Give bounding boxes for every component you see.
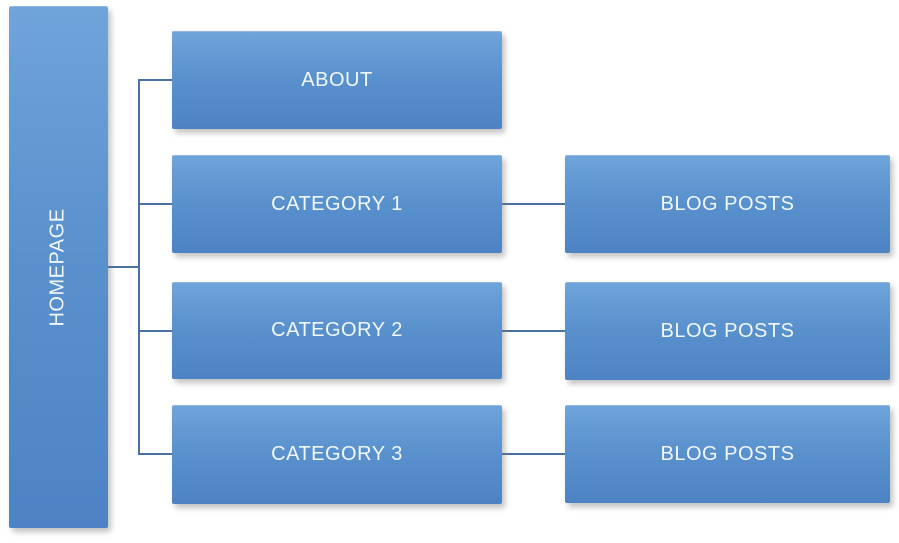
node-category-2-label: CATEGORY 2 [271, 319, 403, 341]
category1-branch-connector-line [138, 203, 172, 205]
node-homepage-label: HOMEPAGE [47, 207, 69, 327]
about-branch-connector-line [138, 79, 172, 81]
node-category-2: CATEGORY 2 [172, 282, 502, 379]
node-blog-posts-1: BLOG POSTS [565, 155, 890, 253]
node-blog-posts-1-label: BLOG POSTS [660, 192, 795, 215]
node-category-3: CATEGORY 3 [172, 405, 502, 504]
category3-branch-connector-line [138, 453, 172, 455]
category2-blogposts-connector-line [502, 330, 565, 332]
node-blog-posts-2: BLOG POSTS [565, 282, 890, 380]
node-blog-posts-3: BLOG POSTS [565, 405, 890, 503]
trunk-connector-line [138, 79, 140, 455]
category1-blogposts-connector-line [502, 203, 565, 205]
homepage-trunk-connector-line [108, 266, 138, 268]
node-blog-posts-3-label: BLOG POSTS [660, 442, 795, 465]
node-about-label: ABOUT [301, 68, 373, 91]
node-category-1-label: CATEGORY 1 [271, 192, 403, 215]
node-category-1: CATEGORY 1 [172, 155, 502, 253]
node-about: ABOUT [172, 31, 502, 129]
node-blog-posts-2-label: BLOG POSTS [660, 319, 795, 342]
node-homepage: HOMEPAGE [9, 6, 108, 528]
category2-branch-connector-line [138, 330, 172, 332]
node-category-3-label: CATEGORY 3 [271, 443, 403, 465]
category3-blogposts-connector-line [502, 453, 565, 455]
